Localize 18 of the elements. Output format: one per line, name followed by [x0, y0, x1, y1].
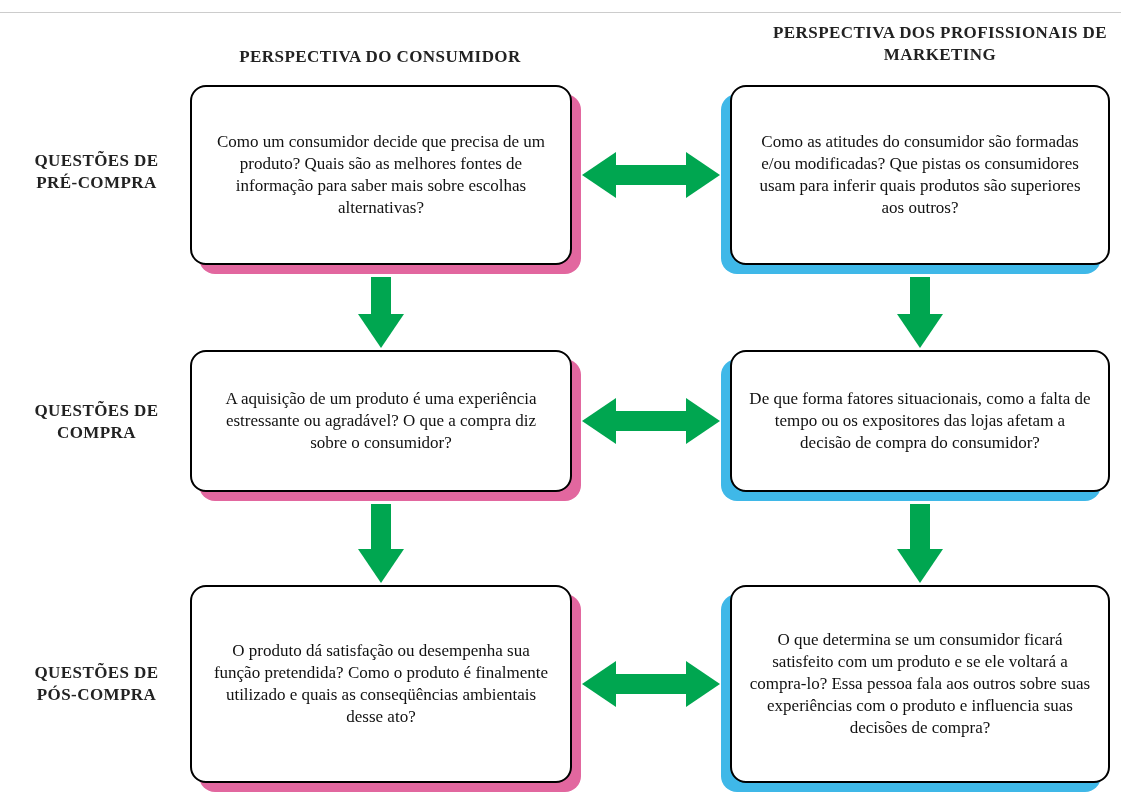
question-text: O produto dá satisfação ou desempenha sua função pretendida? Como o produto é finalmente utilizado e quais as conseqüências ambientais desse ato?	[212, 640, 550, 728]
double-arrow	[582, 398, 720, 444]
double-arrow	[897, 277, 943, 348]
question-text: Como um consumidor decide que precisa de um produto? Quais são as melhores fontes de informação para saber mais sobre escolhas alternativas?	[215, 131, 547, 219]
heading: QUESTÕES DE COMPRA	[33, 400, 160, 444]
double-arrow	[358, 504, 404, 583]
heading: QUESTÕES DE PÓS-COMPRA	[33, 662, 160, 706]
question-text: Como as atitudes do consumidor são formadas e/ou modificadas? Que pistas os consumidores usam para inferir quais produtos são superiores aos outros?	[758, 131, 1082, 219]
question-text: A aquisição de um produto é uma experiência estressante ou agradável? O que a compra diz sobre o consumidor?	[224, 388, 538, 454]
question-text: De que forma fatores situacionais, como a falta de tempo ou os expositores das lojas afetam a decisão de compra do consumidor?	[748, 388, 1092, 454]
heading: QUESTÕES DE PRÉ-COMPRA	[33, 150, 160, 194]
double-arrow	[582, 661, 720, 707]
double-arrow	[358, 277, 404, 348]
heading: PERSPECTIVA DO CONSUMIDOR	[238, 46, 522, 68]
double-arrow	[582, 152, 720, 198]
double-arrow	[897, 504, 943, 583]
heading: PERSPECTIVA DOS PROFISSIONAIS DE MARKETING	[772, 22, 1108, 66]
question-text: O que determina se um consumidor ficará satisfeito com um produto e se ele voltará a compra-lo? Essa pessoa fala aos outros sobre suas experiências com o produto e influencia suas decisões de compra?	[748, 629, 1092, 739]
